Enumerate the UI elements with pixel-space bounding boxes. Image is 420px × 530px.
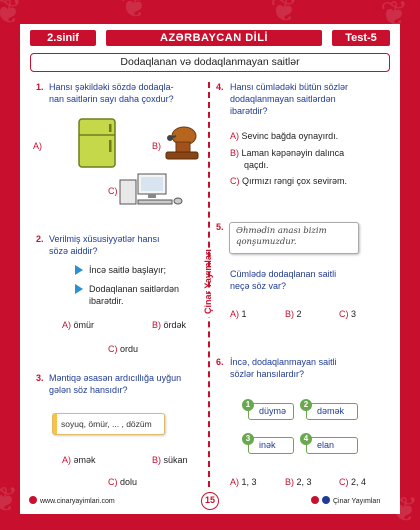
word-number-badge: 4 — [300, 433, 312, 445]
option-c[interactable]: C) 3 — [339, 309, 357, 319]
word-option-2: dəmək — [306, 403, 358, 420]
question-text: İncə, dodaqlanmayan saitli — [230, 357, 337, 367]
feature-text: ibarətdir. — [89, 296, 124, 306]
question-number: 4. — [216, 82, 224, 92]
footer-social[interactable]: Çinar Yayımları — [306, 496, 386, 508]
feature-text: Dodaqlanan saitlərdən — [89, 284, 180, 294]
word-option-3: inək — [248, 437, 294, 454]
question-text: Məntiqə əsasən ardıcıllığa uyğun — [49, 373, 182, 383]
option-b[interactable]: B) 2 — [285, 309, 302, 319]
option-b[interactable]: B) Laman kəpənəyin dalınca — [230, 148, 345, 158]
quote-sentence-box: Əhmədin anası bizim qonşumuzdur. — [229, 222, 359, 254]
question-number: 5. — [216, 222, 224, 232]
vertical-brand-label: Çinar Yayımları — [203, 249, 213, 317]
option-b-label[interactable]: B) — [152, 141, 161, 151]
option-b[interactable]: B) 2, 3 — [285, 477, 312, 487]
option-c[interactable]: C) 2, 4 — [339, 477, 367, 487]
test-badge: Test-5 — [330, 28, 392, 48]
question-number: 2. — [36, 234, 44, 244]
footer-website[interactable]: www.cinaryayimlari.com — [24, 496, 120, 508]
option-c[interactable]: C) Qırmızı rəngi çox sevirəm. — [230, 176, 348, 186]
question-text: Verilmiş xüsusiyyətlər hansı — [49, 234, 160, 244]
option-a[interactable]: A) ömür — [62, 320, 95, 330]
leaf-decoration: ❦ — [0, 0, 23, 32]
question-text: Hansı cümlədəki bütün sözlər — [230, 82, 349, 92]
option-a[interactable]: A) 1 — [230, 309, 247, 319]
question-text: neçə söz var? — [230, 281, 287, 291]
bullet-arrow-icon — [75, 284, 83, 294]
question-number: 1. — [36, 82, 44, 92]
question-text: sözlər hansılardır? — [230, 369, 305, 379]
question-text: ibarətdir? — [230, 106, 268, 116]
option-c[interactable]: C) ordu — [108, 344, 139, 354]
word-number-badge: 3 — [242, 433, 254, 445]
globe-icon — [29, 496, 37, 504]
question-text: gələn söz hansıdır? — [49, 385, 128, 395]
word-number-badge: 2 — [300, 399, 312, 411]
option-c-label[interactable]: C) — [108, 186, 118, 196]
subject-title: AZƏRBAYCAN DİLİ — [104, 28, 324, 48]
bullet-arrow-icon — [75, 265, 83, 275]
leaf-decoration: ❦ — [0, 480, 19, 520]
feature-text: İncə saitlə başlayır; — [89, 265, 167, 275]
option-b-cont: qaçdı. — [244, 160, 269, 170]
question-text: Hansı şəkildəki sözdə dodaqla- — [49, 82, 174, 92]
question-text: dodaqlanmayan saitlərdən — [230, 94, 336, 104]
facebook-icon — [322, 496, 330, 504]
topic-title: Dodaqlanan və dodaqlanmayan saitlər — [30, 53, 390, 72]
option-a-label[interactable]: A) — [33, 141, 42, 151]
word-option-1: düymə — [248, 403, 294, 420]
word-number-badge: 1 — [242, 399, 254, 411]
question-number: 6. — [216, 357, 224, 367]
question-text: sözə aiddir? — [49, 246, 98, 256]
leaf-decoration: ❦ — [120, 0, 149, 26]
option-b[interactable]: B) sükan — [152, 455, 188, 465]
computer-icon — [119, 173, 183, 205]
refrigerator-icon — [78, 118, 116, 168]
instagram-icon — [311, 496, 319, 504]
grade-badge: 2.sinif — [28, 28, 98, 48]
option-b[interactable]: B) ördək — [152, 320, 187, 330]
option-a[interactable]: A) Sevinc bağda oynayırdı. — [230, 131, 339, 141]
column-divider — [208, 82, 210, 487]
word-option-4: elan — [306, 437, 358, 454]
page-number: 15 — [201, 492, 219, 510]
option-c[interactable]: C) dolu — [108, 477, 138, 487]
option-a[interactable]: A) 1, 3 — [230, 477, 257, 487]
question-text: Cümlədə dodaqlanan saitli — [230, 269, 337, 279]
question-text: nan saitlərin sayı daha çoxdur? — [49, 94, 174, 104]
sequence-box: soyuq, ömür, ... , dözüm — [52, 413, 165, 435]
question-number: 3. — [36, 373, 44, 383]
meat-grinder-icon — [165, 126, 199, 160]
option-a[interactable]: A) əmək — [62, 455, 96, 465]
